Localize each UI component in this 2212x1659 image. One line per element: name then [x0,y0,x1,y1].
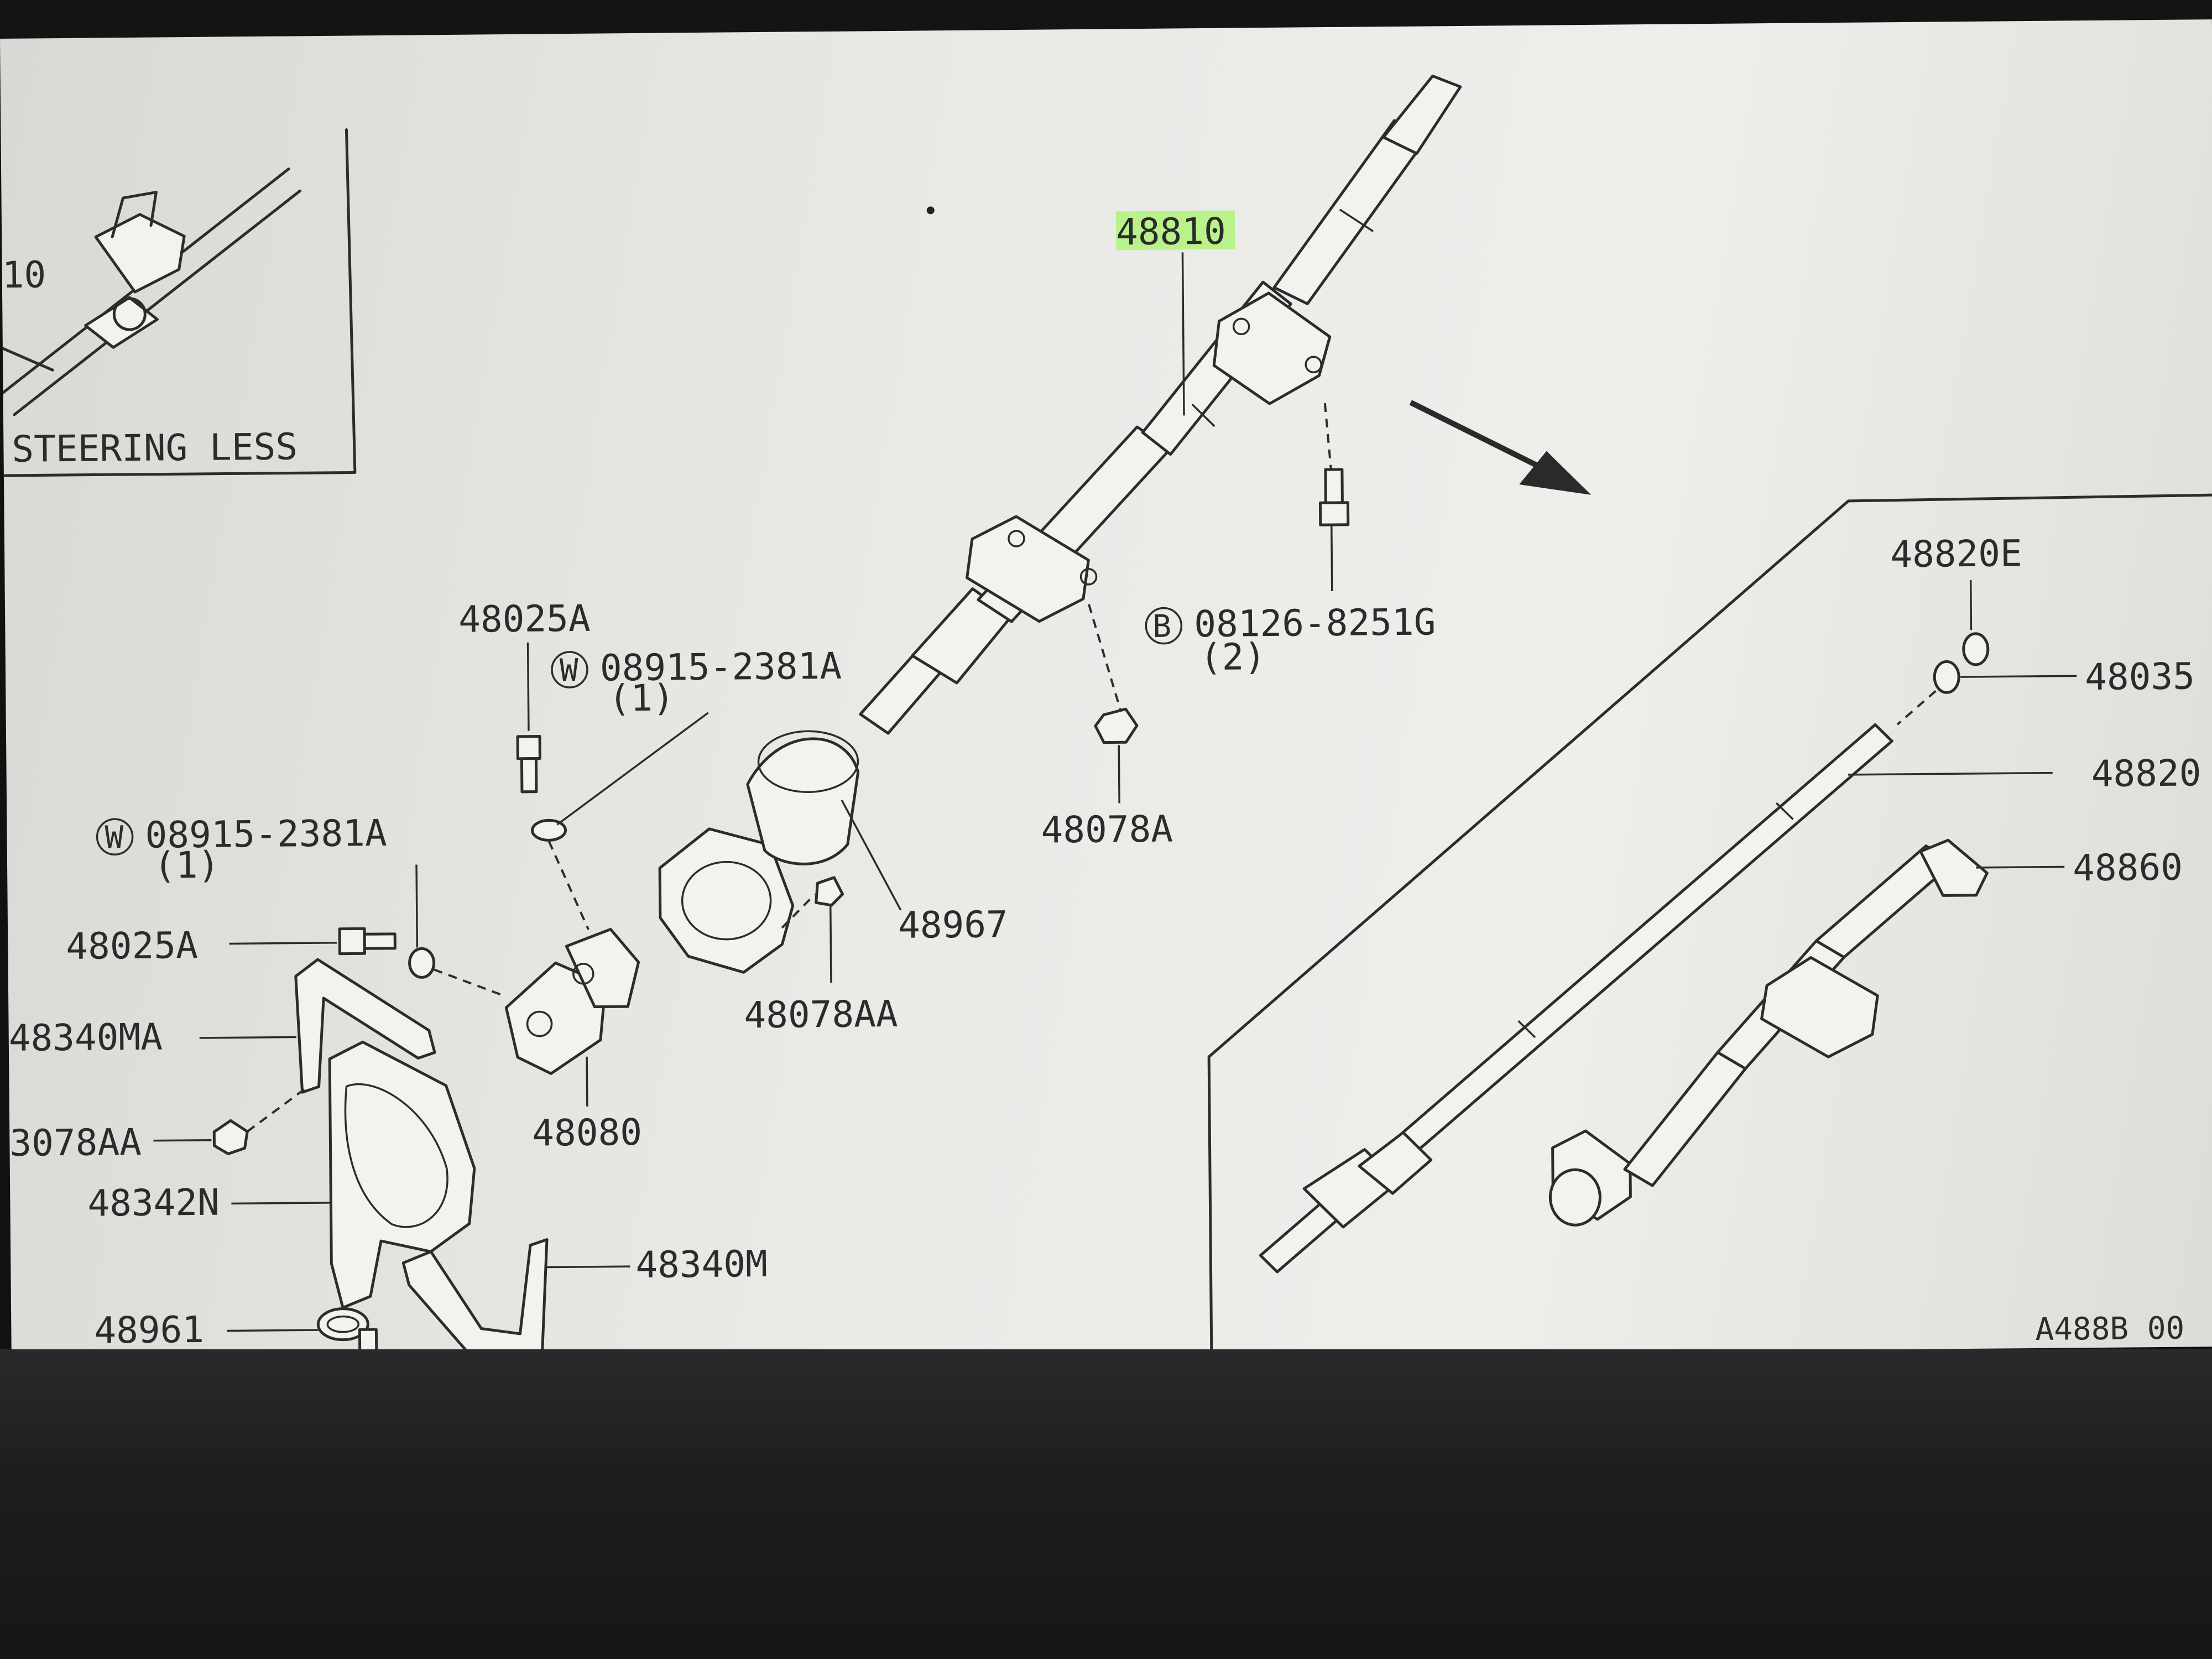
parts-diagram: 10 STEERING LESS [1,74,2212,1366]
nut-48078A [1088,604,1139,804]
monitor-bottom-bezel [0,1349,2212,1659]
right-subassembly-box [1207,493,2212,1366]
label-48078A: 48078A [1041,808,1173,852]
nut-48078AA-mid [781,876,844,983]
monitor-screen: 10 STEERING LESS [0,19,2212,1366]
stray-dot [926,206,935,215]
bolt-symbol: B [1152,609,1171,645]
inset-steering-less: 10 STEERING LESS [1,128,357,477]
label-08126: 08126-8251G [1194,601,1436,645]
label-48810: 48810 [1116,210,1226,254]
bolt-symbol-ring [1145,607,1183,645]
highlight-48810 [1115,210,1235,251]
label-48820E: 48820E [1890,532,2022,576]
label-48340M: 48340M [635,1243,768,1286]
direction-arrow [1409,400,1592,495]
bolt-48025A-left [229,927,507,998]
plate-48340MA [199,958,436,1094]
washer-symbol-left: W [105,820,124,855]
plate-48340M [401,1238,630,1366]
label-48080: 48080 [532,1111,642,1155]
label-48025A-left: 48025A [66,924,198,968]
diagram-code: A488B 00 [2035,1311,2184,1348]
label-48035: 48035 [2085,655,2195,698]
washer-symbol-top: W [560,653,579,688]
clamp-48961 [227,1307,378,1353]
main-column-48810 [859,74,1462,735]
label-48078AA-mid: 48078AA [744,993,898,1036]
column-48860 [1548,838,2065,1227]
label-08126-qty: (2) [1200,635,1266,679]
label-08915-top: 08915-2381A [600,645,842,690]
inset-partial-label: 10 [2,253,46,296]
label-48860: 48860 [2073,846,2183,890]
inset-title: STEERING LESS [12,425,298,471]
boot-48967 [658,730,902,974]
label-48961: 48961 [94,1308,204,1352]
shaft-48820 [1259,723,2053,1274]
washer-symbol-left-ring [96,818,134,855]
joint-48080 [504,927,640,1107]
washer-symbol-top-ring [551,651,588,688]
label-48820: 48820 [2091,752,2201,795]
label-48967: 48967 [898,903,1008,947]
label-48340MA: 48340MA [8,1016,163,1060]
bolt-08126 [1318,403,1350,592]
label-48342N: 48342N [87,1181,220,1225]
label-48025A-top: 48025A [458,597,591,641]
label-48078AA-left: 3078AA [9,1121,142,1165]
label-08915-left: 08915-2381A [145,812,387,857]
washers-48820E-48035 [1896,580,2077,726]
nut-48078AA-left [153,1086,309,1155]
label-08915-top-qty: (1) [608,676,675,719]
label-08915-left-qty: (1) [154,844,220,887]
bolt-48025A-top [516,642,709,930]
seal-48342N [231,1040,476,1310]
